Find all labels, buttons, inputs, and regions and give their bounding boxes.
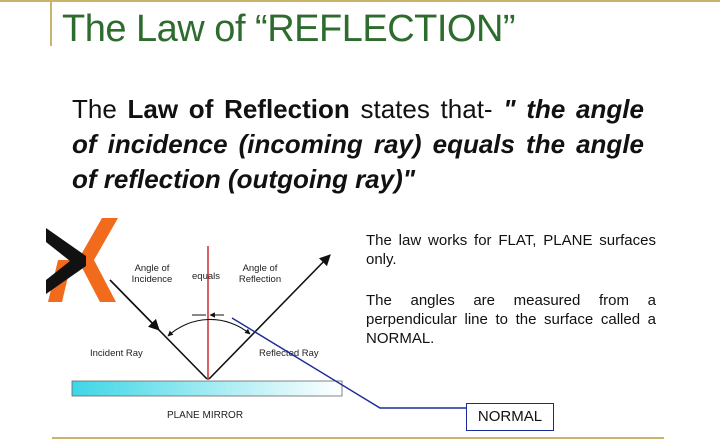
top-rule xyxy=(0,0,720,2)
angle-of-incidence-line1: Angle of xyxy=(135,263,170,274)
statement-quote: " the angle of incidence (incoming ray) … xyxy=(72,94,644,194)
angle-of-reflection-line1: Angle of xyxy=(243,263,278,274)
reflected-ray xyxy=(208,254,331,380)
statement-lead: The xyxy=(72,94,117,124)
equals-label: equals xyxy=(192,271,220,282)
incident-ray-arrow xyxy=(109,279,160,331)
statement-verb: states that- xyxy=(360,94,493,124)
angle-of-reflection-line2: Reflection xyxy=(239,274,281,285)
plane-mirror xyxy=(71,380,343,397)
angle-arc xyxy=(167,318,251,337)
plane-mirror-label: PLANE MIRROR xyxy=(167,410,243,421)
normal-label-box: NORMAL xyxy=(466,403,554,431)
law-statement: The Law of Reflection states that- " the… xyxy=(72,92,644,197)
note-normal-definition: The angles are measured from a perpendic… xyxy=(366,292,656,347)
slide-title: The Law of “REFLECTION” xyxy=(62,8,516,50)
top-tick xyxy=(50,0,52,46)
angle-of-incidence-line2: Incidence xyxy=(132,274,173,285)
bottom-rule xyxy=(52,437,664,439)
logo-black-shape xyxy=(46,228,86,294)
note-flat-surfaces: The law works for FLAT, PLANE surfaces o… xyxy=(366,232,656,268)
statement-term: Law of Reflection xyxy=(127,94,350,124)
logo-mark xyxy=(46,218,118,302)
incident-ray-label: Incident Ray xyxy=(90,348,143,359)
reflected-ray-label: Reflected Ray xyxy=(259,348,319,359)
